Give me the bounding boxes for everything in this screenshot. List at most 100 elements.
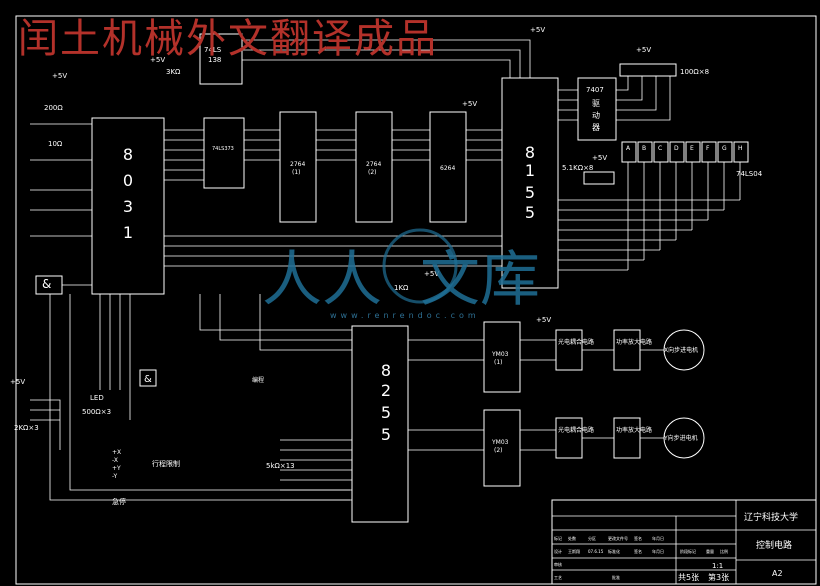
led-label: LED (90, 394, 104, 402)
r-5k-label: 5kΩ×13 (266, 462, 295, 470)
inverter-name: 74LS04 (736, 170, 763, 178)
seg-a: A (626, 145, 631, 152)
and-gate-2 (139, 369, 157, 387)
logo-watermark: 人人 文库 www.renrendoc.com (262, 228, 540, 320)
x-motor-label: X向步进电机 (664, 346, 698, 354)
switch-nx: -X (112, 457, 118, 464)
logo-url: www.renrendoc.com (330, 311, 480, 320)
title-sheets: 共5张 (678, 573, 699, 582)
r-200-label: 200Ω (44, 104, 63, 112)
tb-stage: 阶段标记 (680, 548, 696, 554)
logo-text-right: 文库 (420, 245, 540, 315)
tb-r5-0: 工艺 (554, 575, 562, 580)
seg-b: B (642, 145, 646, 152)
r-500-label: 500Ω×3 (82, 408, 111, 416)
io2-char-0: 8 (381, 361, 391, 380)
eprom1-name: 2764 (290, 161, 305, 168)
resistor-bank-100: 100Ω×8 +5V (619, 46, 709, 77)
y-opto-label: 光电耦合电路 (558, 426, 594, 434)
v5-label-5: +5V (530, 26, 545, 34)
v5-label-9: +5V (10, 378, 25, 386)
driver-7407: 7407 驱 动 器 (577, 77, 617, 141)
io2-char-1: 2 (381, 381, 391, 400)
r-10-label: 10Ω (48, 140, 63, 148)
driver-line3: 动 (592, 110, 600, 120)
latch-74ls373: 74LS373 (203, 117, 245, 189)
eprom-2: 2764 (2) (355, 111, 393, 223)
io2-char-2: 5 (381, 403, 391, 422)
and-gate-2-label: & (144, 374, 152, 385)
driver-name: 7407 (586, 86, 604, 94)
seg-c: C (658, 145, 662, 152)
r-2k-label: 2KΩ×3 (14, 424, 39, 432)
decoder-74ls138: 74LS 138 (199, 33, 243, 85)
y-amp-label: 功率放大电路 (616, 426, 652, 434)
r-1k-label: 1KΩ (394, 284, 409, 292)
eprom2-id: (2) (368, 169, 377, 176)
eprom-1: 2764 (1) (279, 111, 317, 223)
cpu-char-3: 1 (123, 223, 133, 242)
title-scale: 1:1 (712, 562, 723, 570)
and-gate-label: & (42, 277, 51, 291)
tb-r1-3: 更改文件号 (608, 535, 628, 541)
tb-r2-0: 设计 (554, 548, 562, 554)
tb-r4-0: 审核 (554, 561, 562, 567)
x-amp-label: 功率放大电路 (616, 338, 652, 346)
pwm-2: YM03 (2) (483, 409, 521, 487)
v5-label-1: +5V (636, 46, 651, 54)
v5-label-3: +5V (52, 72, 67, 80)
cpu-8031: 8 0 3 1 (91, 117, 165, 295)
r-100x8-label: 100Ω×8 (680, 68, 709, 76)
switch-ny: -Y (112, 473, 117, 480)
v5-label-7: +5V (424, 270, 439, 278)
cpu-char-2: 3 (123, 197, 133, 216)
io1-char-3: 5 (525, 203, 535, 222)
tb-r1-4: 签名 (634, 535, 642, 541)
seg-d: D (674, 145, 679, 152)
cpu-char-0: 8 (123, 145, 133, 164)
tb-r2-4: 签名 (634, 548, 642, 554)
logo-text-left: 人人 (262, 245, 382, 315)
seg-h: H (738, 145, 743, 152)
eprom2-name: 2764 (366, 161, 381, 168)
driver-line2: 驱 (592, 99, 600, 108)
ram-6264: 6264 (429, 111, 467, 223)
wiring (30, 39, 741, 501)
pwm-1: YM03 (1) (483, 321, 521, 393)
tb-r5-1: 批准 (612, 574, 620, 580)
keypad-label: 编程 (252, 376, 264, 384)
pwm1-name: YM03 (491, 351, 509, 358)
latch-name: 74LS373 (212, 146, 234, 152)
x-opto-label: 光电耦合电路 (558, 338, 594, 346)
tb-r1-1: 处数 (568, 535, 576, 541)
estop-label: 急停 (112, 497, 126, 506)
cpu-char-1: 0 (123, 171, 133, 190)
io2-char-3: 5 (381, 425, 391, 444)
title-watermark: 闰土机械外文翻译成品 (18, 16, 438, 62)
v5-label-4: +5V (150, 56, 165, 64)
io1-char-0: 8 (525, 143, 535, 162)
r-51k-label: 5.1KΩ×8 (562, 164, 593, 172)
decoder-name2: 138 (208, 56, 221, 64)
v5-label-2: +5V (592, 154, 607, 162)
tb-r1-5: 年月日 (652, 535, 664, 541)
y-axis-drive: 光电耦合电路 功率放大电路 Y向步进电机 (555, 417, 705, 459)
segment-displays: A B C D E F G H (621, 141, 749, 163)
drawing-border (15, 15, 817, 585)
io1-char-1: 1 (525, 161, 535, 180)
tb-r2-5: 年月日 (652, 548, 664, 554)
limit-label: 行程限制 (152, 459, 180, 468)
v5-label-8: +5V (536, 316, 551, 324)
tb-r2-2: 07.6.15 (588, 549, 604, 554)
y-motor-label: Y向步进电机 (663, 434, 698, 442)
tb-r1-2: 分区 (588, 535, 596, 541)
pwm1-id: (1) (494, 359, 503, 366)
io1-char-2: 5 (525, 183, 535, 202)
title-block: 辽宁科技大学 控制电路 A2 1:1 共5张 第3张 标记 处数 分区 更改文件… (551, 499, 817, 585)
eprom1-id: (1) (292, 169, 301, 176)
switch-py: +Y (112, 465, 121, 472)
tb-weight: 重量 (706, 548, 714, 554)
tb-r2-3: 标准化 (608, 548, 620, 554)
tb-ratio: 比例 (720, 548, 728, 554)
